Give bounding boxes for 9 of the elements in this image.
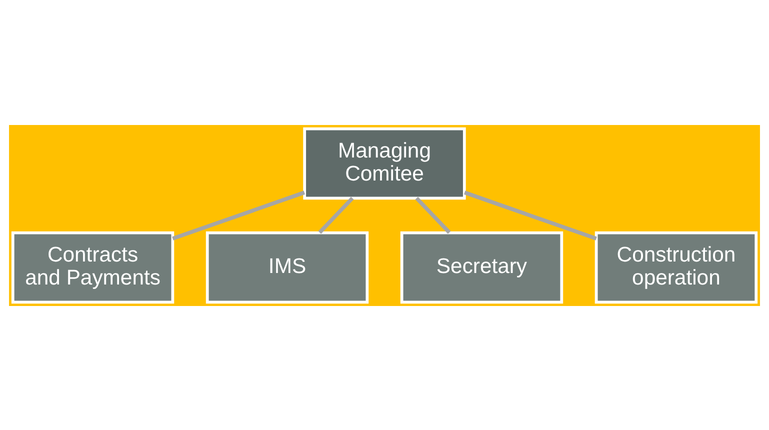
node-box: Contracts and Payments <box>11 230 174 304</box>
node-box: IMS <box>206 230 369 304</box>
connector <box>464 190 597 240</box>
connector <box>415 196 451 234</box>
connector <box>172 190 306 240</box>
connector <box>318 196 354 234</box>
node-box: Secretary <box>400 230 564 304</box>
node-box: Managing Comitee <box>303 126 466 200</box>
node-box: Construction operation <box>594 230 758 304</box>
